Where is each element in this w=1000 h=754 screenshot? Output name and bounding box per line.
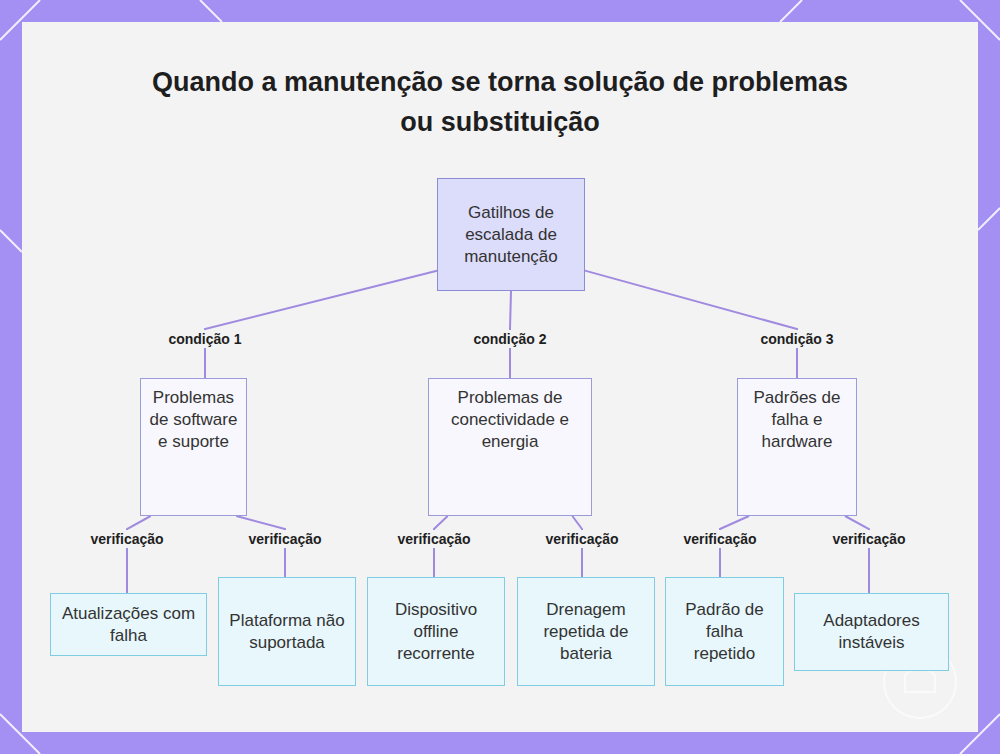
box-text: Problemas de conectividade e energia xyxy=(437,387,583,453)
diagram-title: Quando a manutenção se torna solução de … xyxy=(150,62,850,142)
edge-label: condição 1 xyxy=(165,330,244,348)
process-box: Dispositivo offline recorrente xyxy=(367,577,505,686)
process-box: Plataforma não suportada xyxy=(218,577,356,686)
edge-label: verificação xyxy=(394,530,473,548)
box-text: Dispositivo offline recorrente xyxy=(376,599,496,665)
process-box: Problemas de software e suporte xyxy=(140,378,247,516)
box-text: Plataforma não suportada xyxy=(227,610,347,654)
edge-label: verificação xyxy=(829,530,908,548)
edge-label: verificação xyxy=(87,530,166,548)
process-box: Padrões de falha e hardware xyxy=(737,378,857,516)
box-text: Problemas de software e suporte xyxy=(149,387,238,453)
process-box: Adaptadores instáveis xyxy=(794,593,949,671)
title-text: Quando a manutenção se torna solução de … xyxy=(152,67,848,137)
process-box: Atualizações com falha xyxy=(50,593,207,656)
process-box: Problemas de conectividade e energia xyxy=(428,378,592,516)
process-box: Padrão de falha repetido xyxy=(665,577,784,686)
connector-line xyxy=(127,516,151,593)
edge-label: condição 2 xyxy=(470,330,549,348)
edge-label: verificação xyxy=(680,530,759,548)
box-text: Padrão de falha repetido xyxy=(674,599,775,665)
process-box: Drenagem repetida de bateria xyxy=(517,577,655,686)
process-box: Gatilhos de escalada de manutenção xyxy=(437,178,585,291)
box-text: Drenagem repetida de bateria xyxy=(526,599,646,665)
box-text: Gatilhos de escalada de manutenção xyxy=(446,202,576,268)
connector-line xyxy=(845,516,869,593)
edge-label: condição 3 xyxy=(757,330,836,348)
edge-label: verificação xyxy=(542,530,621,548)
connector-line xyxy=(205,271,437,378)
box-text: Atualizações com falha xyxy=(59,603,198,647)
connector-line xyxy=(585,271,797,378)
box-text: Adaptadores instáveis xyxy=(803,610,940,654)
box-text: Padrões de falha e hardware xyxy=(746,387,848,453)
edge-label: verificação xyxy=(245,530,324,548)
